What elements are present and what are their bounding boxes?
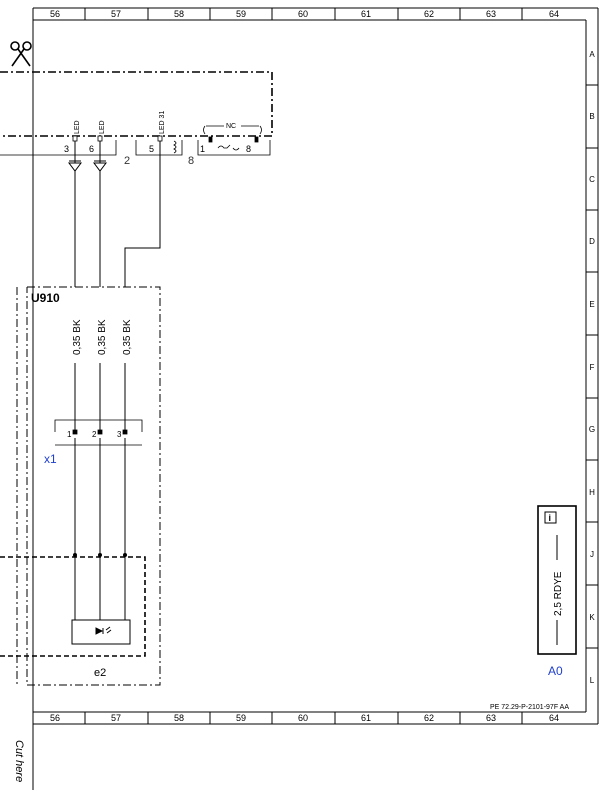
scissors-icon bbox=[10, 41, 32, 67]
row-label-l: L bbox=[590, 676, 595, 685]
col-label-61: 61 bbox=[361, 9, 371, 19]
legend-wire-label: 2,5 RDYE bbox=[553, 571, 564, 616]
led-label-1: LED bbox=[74, 120, 81, 134]
led-31-label: LED 31 bbox=[159, 111, 166, 134]
col-label-57: 57 bbox=[111, 9, 121, 19]
pin-3-label: 3 bbox=[64, 144, 69, 154]
row-label-c: C bbox=[589, 175, 595, 184]
col-label-56: 56 bbox=[50, 713, 60, 723]
col-label-63: 63 bbox=[486, 713, 496, 723]
x1-pin-3: 3 bbox=[117, 430, 122, 439]
col-label-64: 64 bbox=[549, 9, 559, 19]
e2-component-border bbox=[0, 556, 146, 657]
row-label-d: D bbox=[589, 237, 595, 246]
upper-connector bbox=[0, 125, 271, 156]
nc-label: NC bbox=[226, 123, 236, 130]
pin-8-label: 8 bbox=[246, 144, 251, 154]
a0-tag: A0 bbox=[548, 664, 563, 678]
row-label-k: K bbox=[589, 613, 595, 622]
led-icon bbox=[95, 626, 112, 635]
upper-component-border bbox=[0, 71, 273, 137]
junction-dots bbox=[73, 553, 127, 557]
row-label-g: G bbox=[589, 425, 595, 434]
terminal-2-label: 2 bbox=[124, 155, 130, 167]
col-label-56: 56 bbox=[50, 9, 60, 19]
pin-6-label: 6 bbox=[89, 144, 94, 154]
pin-5-label: 5 bbox=[149, 144, 154, 154]
e2-label: e2 bbox=[94, 667, 106, 679]
col-label-58: 58 bbox=[174, 9, 184, 19]
col-label-62: 62 bbox=[424, 9, 434, 19]
x1-pin-2: 2 bbox=[92, 430, 97, 439]
col-label-60: 60 bbox=[298, 713, 308, 723]
col-label-59: 59 bbox=[236, 713, 246, 723]
col-label-62: 62 bbox=[424, 713, 434, 723]
u910-label: U910 bbox=[31, 291, 60, 305]
col-label-61: 61 bbox=[361, 713, 371, 723]
row-label-j: J bbox=[590, 550, 594, 559]
wire-label-2: 0,35 BK bbox=[97, 319, 108, 355]
column-dividers bbox=[84, 8, 523, 724]
cut-here-label: Cut here bbox=[13, 740, 25, 782]
x1-pin-1: 1 bbox=[67, 430, 72, 439]
led-label-2: LED bbox=[99, 120, 106, 134]
info-icon bbox=[544, 511, 557, 524]
col-label-58: 58 bbox=[174, 713, 184, 723]
col-label-57: 57 bbox=[111, 713, 121, 723]
wire-label-3: 0,35 BK bbox=[122, 319, 133, 355]
col-label-63: 63 bbox=[486, 9, 496, 19]
pin-1-label: 1 bbox=[200, 144, 205, 154]
row-label-a: A bbox=[589, 50, 595, 59]
row-dividers bbox=[586, 84, 598, 649]
info-icon-glyph: i bbox=[549, 513, 552, 523]
wire-junction-symbols bbox=[68, 160, 107, 172]
col-label-60: 60 bbox=[298, 9, 308, 19]
drawing-reference: PE 72.29-P-2101-97F AA bbox=[490, 704, 569, 711]
terminal-8-label: 8 bbox=[188, 155, 194, 167]
row-label-h: H bbox=[589, 488, 595, 497]
col-label-59: 59 bbox=[236, 9, 246, 19]
row-label-b: B bbox=[589, 112, 594, 121]
col-label-64: 64 bbox=[549, 713, 559, 723]
x1-label: x1 bbox=[44, 452, 57, 466]
wires bbox=[74, 141, 161, 620]
x1-connector bbox=[54, 419, 143, 446]
row-label-e: E bbox=[589, 300, 594, 309]
wire-label-1: 0,35 BK bbox=[72, 319, 83, 355]
sheet-frame bbox=[33, 7, 599, 725]
row-label-f: F bbox=[590, 363, 595, 372]
u910-module-border bbox=[16, 286, 161, 686]
